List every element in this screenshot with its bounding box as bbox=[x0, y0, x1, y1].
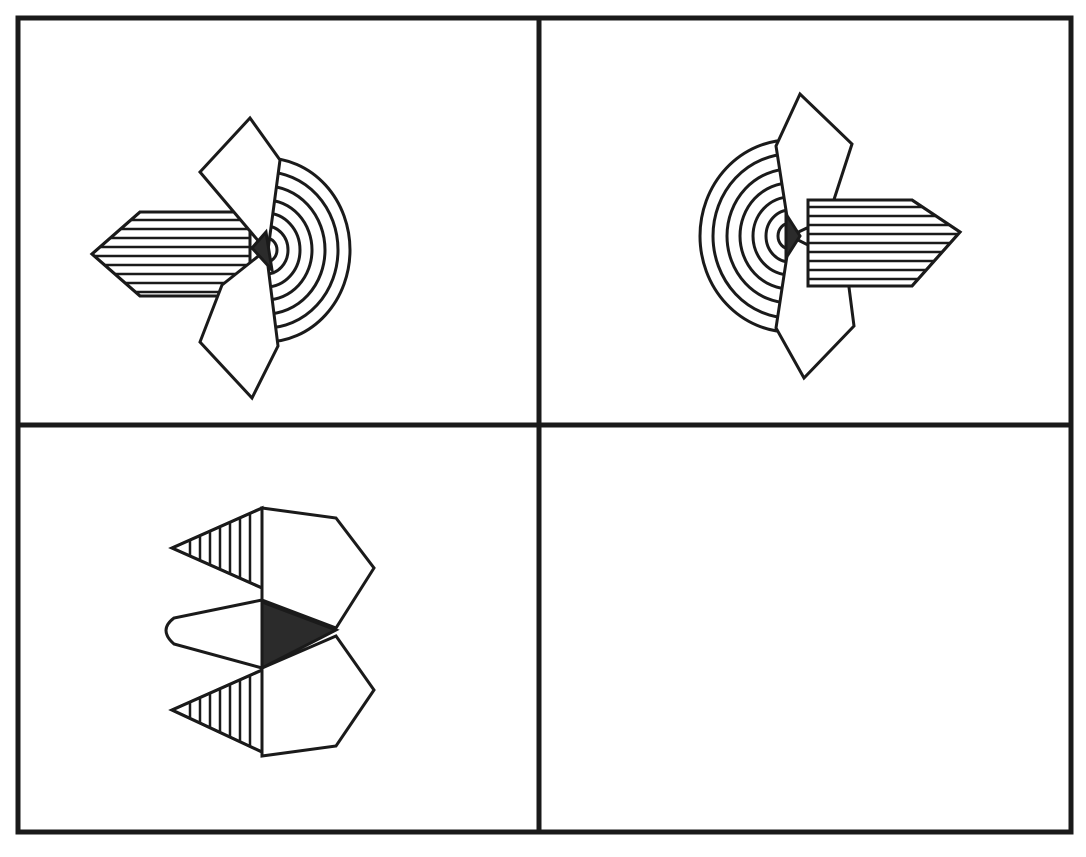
upper-striped-triangle bbox=[168, 505, 264, 591]
middle-lens bbox=[164, 598, 264, 670]
panel-top-left bbox=[89, 115, 352, 401]
striped-arrow-right bbox=[806, 198, 963, 288]
lower-striped-triangle bbox=[168, 667, 264, 755]
panel-bottom-right-empty bbox=[542, 428, 1068, 829]
concentric-arcs-left bbox=[698, 138, 791, 334]
dark-center-wedge bbox=[784, 208, 802, 264]
dark-center-wedge bbox=[260, 599, 340, 671]
grid-frame bbox=[15, 15, 1074, 835]
panel-bottom-left bbox=[164, 505, 376, 758]
concentric-arcs-right bbox=[265, 156, 352, 344]
dark-center-wedge bbox=[249, 228, 275, 275]
lower-petal bbox=[198, 247, 280, 401]
panel-top-right bbox=[698, 91, 963, 381]
